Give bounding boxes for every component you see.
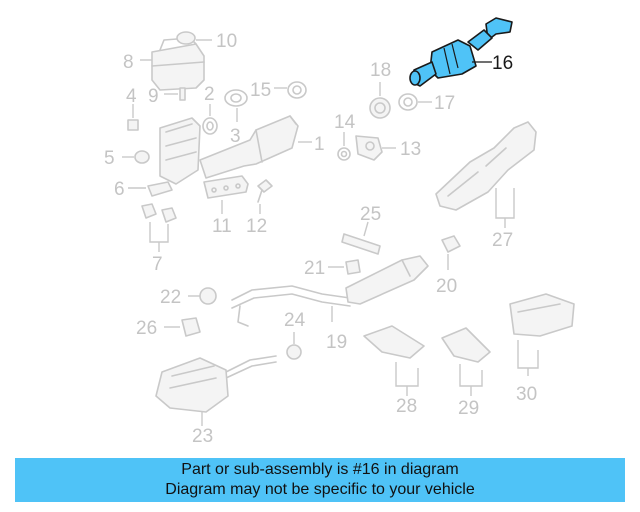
part-18-flange[interactable] bbox=[369, 97, 391, 119]
part-9-clip[interactable] bbox=[179, 87, 186, 101]
part-11-flex-pipe[interactable] bbox=[203, 175, 249, 199]
part-28-heat-shield[interactable] bbox=[363, 325, 425, 359]
part-14-gasket[interactable] bbox=[337, 147, 351, 161]
part-4-nut[interactable] bbox=[127, 119, 139, 131]
callout-20: 20 bbox=[436, 276, 457, 297]
callout-21: 21 bbox=[304, 258, 325, 279]
part-20-hanger[interactable] bbox=[441, 235, 461, 253]
callout-11: 11 bbox=[212, 216, 232, 237]
part-2-gasket[interactable] bbox=[202, 117, 218, 135]
callout-23: 23 bbox=[192, 426, 213, 447]
part-23-muffler[interactable] bbox=[155, 355, 277, 413]
part-26-hanger[interactable] bbox=[181, 317, 201, 337]
callout-5: 5 bbox=[104, 148, 115, 169]
callout-17: 17 bbox=[434, 93, 455, 114]
callout-12: 12 bbox=[246, 216, 267, 237]
part-3-gasket[interactable] bbox=[224, 89, 248, 107]
banner-line-2: Diagram may not be specific to your vehi… bbox=[165, 481, 475, 498]
exhaust-parts-diagram: 8 10 4 9 2 3 15 1 5 bbox=[104, 17, 575, 447]
callout-3: 3 bbox=[230, 126, 241, 147]
callout-15: 15 bbox=[250, 80, 271, 101]
callout-26: 26 bbox=[136, 318, 157, 339]
callout-9: 9 bbox=[148, 86, 159, 107]
callout-1: 1 bbox=[314, 134, 325, 155]
callout-25: 25 bbox=[360, 204, 381, 225]
callout-28: 28 bbox=[396, 396, 417, 417]
info-banner: Part or sub-assembly is #16 in diagram D… bbox=[15, 458, 625, 502]
part-5-bushing[interactable] bbox=[134, 150, 150, 164]
callout-18: 18 bbox=[370, 60, 391, 81]
callout-8: 8 bbox=[123, 52, 134, 73]
callout-29: 29 bbox=[458, 398, 479, 419]
callout-2: 2 bbox=[204, 84, 215, 105]
callout-22: 22 bbox=[160, 287, 181, 308]
callout-10: 10 bbox=[216, 31, 237, 52]
banner-line-1: Part or sub-assembly is #16 in diagram bbox=[181, 461, 459, 478]
part-22-isolator[interactable] bbox=[199, 287, 217, 305]
callout-4: 4 bbox=[126, 86, 137, 107]
part-8-canister[interactable] bbox=[151, 37, 205, 91]
callout-30: 30 bbox=[516, 384, 537, 405]
part-17-gasket[interactable] bbox=[398, 93, 418, 111]
part-1-catalytic-converter[interactable] bbox=[159, 115, 299, 185]
part-6-bracket[interactable] bbox=[147, 181, 173, 197]
part-12-bolt[interactable] bbox=[257, 179, 273, 203]
part-16-front-pipe[interactable] bbox=[409, 17, 513, 87]
callout-14: 14 bbox=[334, 112, 356, 133]
part-15-gasket[interactable] bbox=[287, 81, 307, 99]
callout-24: 24 bbox=[284, 310, 306, 331]
callout-16: 16 bbox=[492, 53, 513, 74]
callout-13: 13 bbox=[400, 139, 421, 160]
part-19-intermediate-pipe[interactable] bbox=[231, 255, 429, 327]
callout-19: 19 bbox=[326, 332, 347, 353]
part-25-bracket[interactable] bbox=[341, 233, 381, 255]
part-13-clamp[interactable] bbox=[355, 135, 383, 161]
callout-6: 6 bbox=[114, 179, 125, 200]
part-30-heat-shield[interactable] bbox=[509, 293, 575, 337]
part-7-hangers[interactable] bbox=[141, 203, 177, 223]
part-21-hanger[interactable] bbox=[345, 259, 361, 275]
callout-7: 7 bbox=[152, 254, 163, 275]
part-10-cap[interactable] bbox=[176, 31, 196, 45]
part-29-heat-shield[interactable] bbox=[441, 327, 491, 363]
part-24-clamp[interactable] bbox=[286, 344, 302, 360]
callout-27: 27 bbox=[492, 230, 513, 251]
part-27-heat-shield[interactable] bbox=[435, 121, 537, 211]
